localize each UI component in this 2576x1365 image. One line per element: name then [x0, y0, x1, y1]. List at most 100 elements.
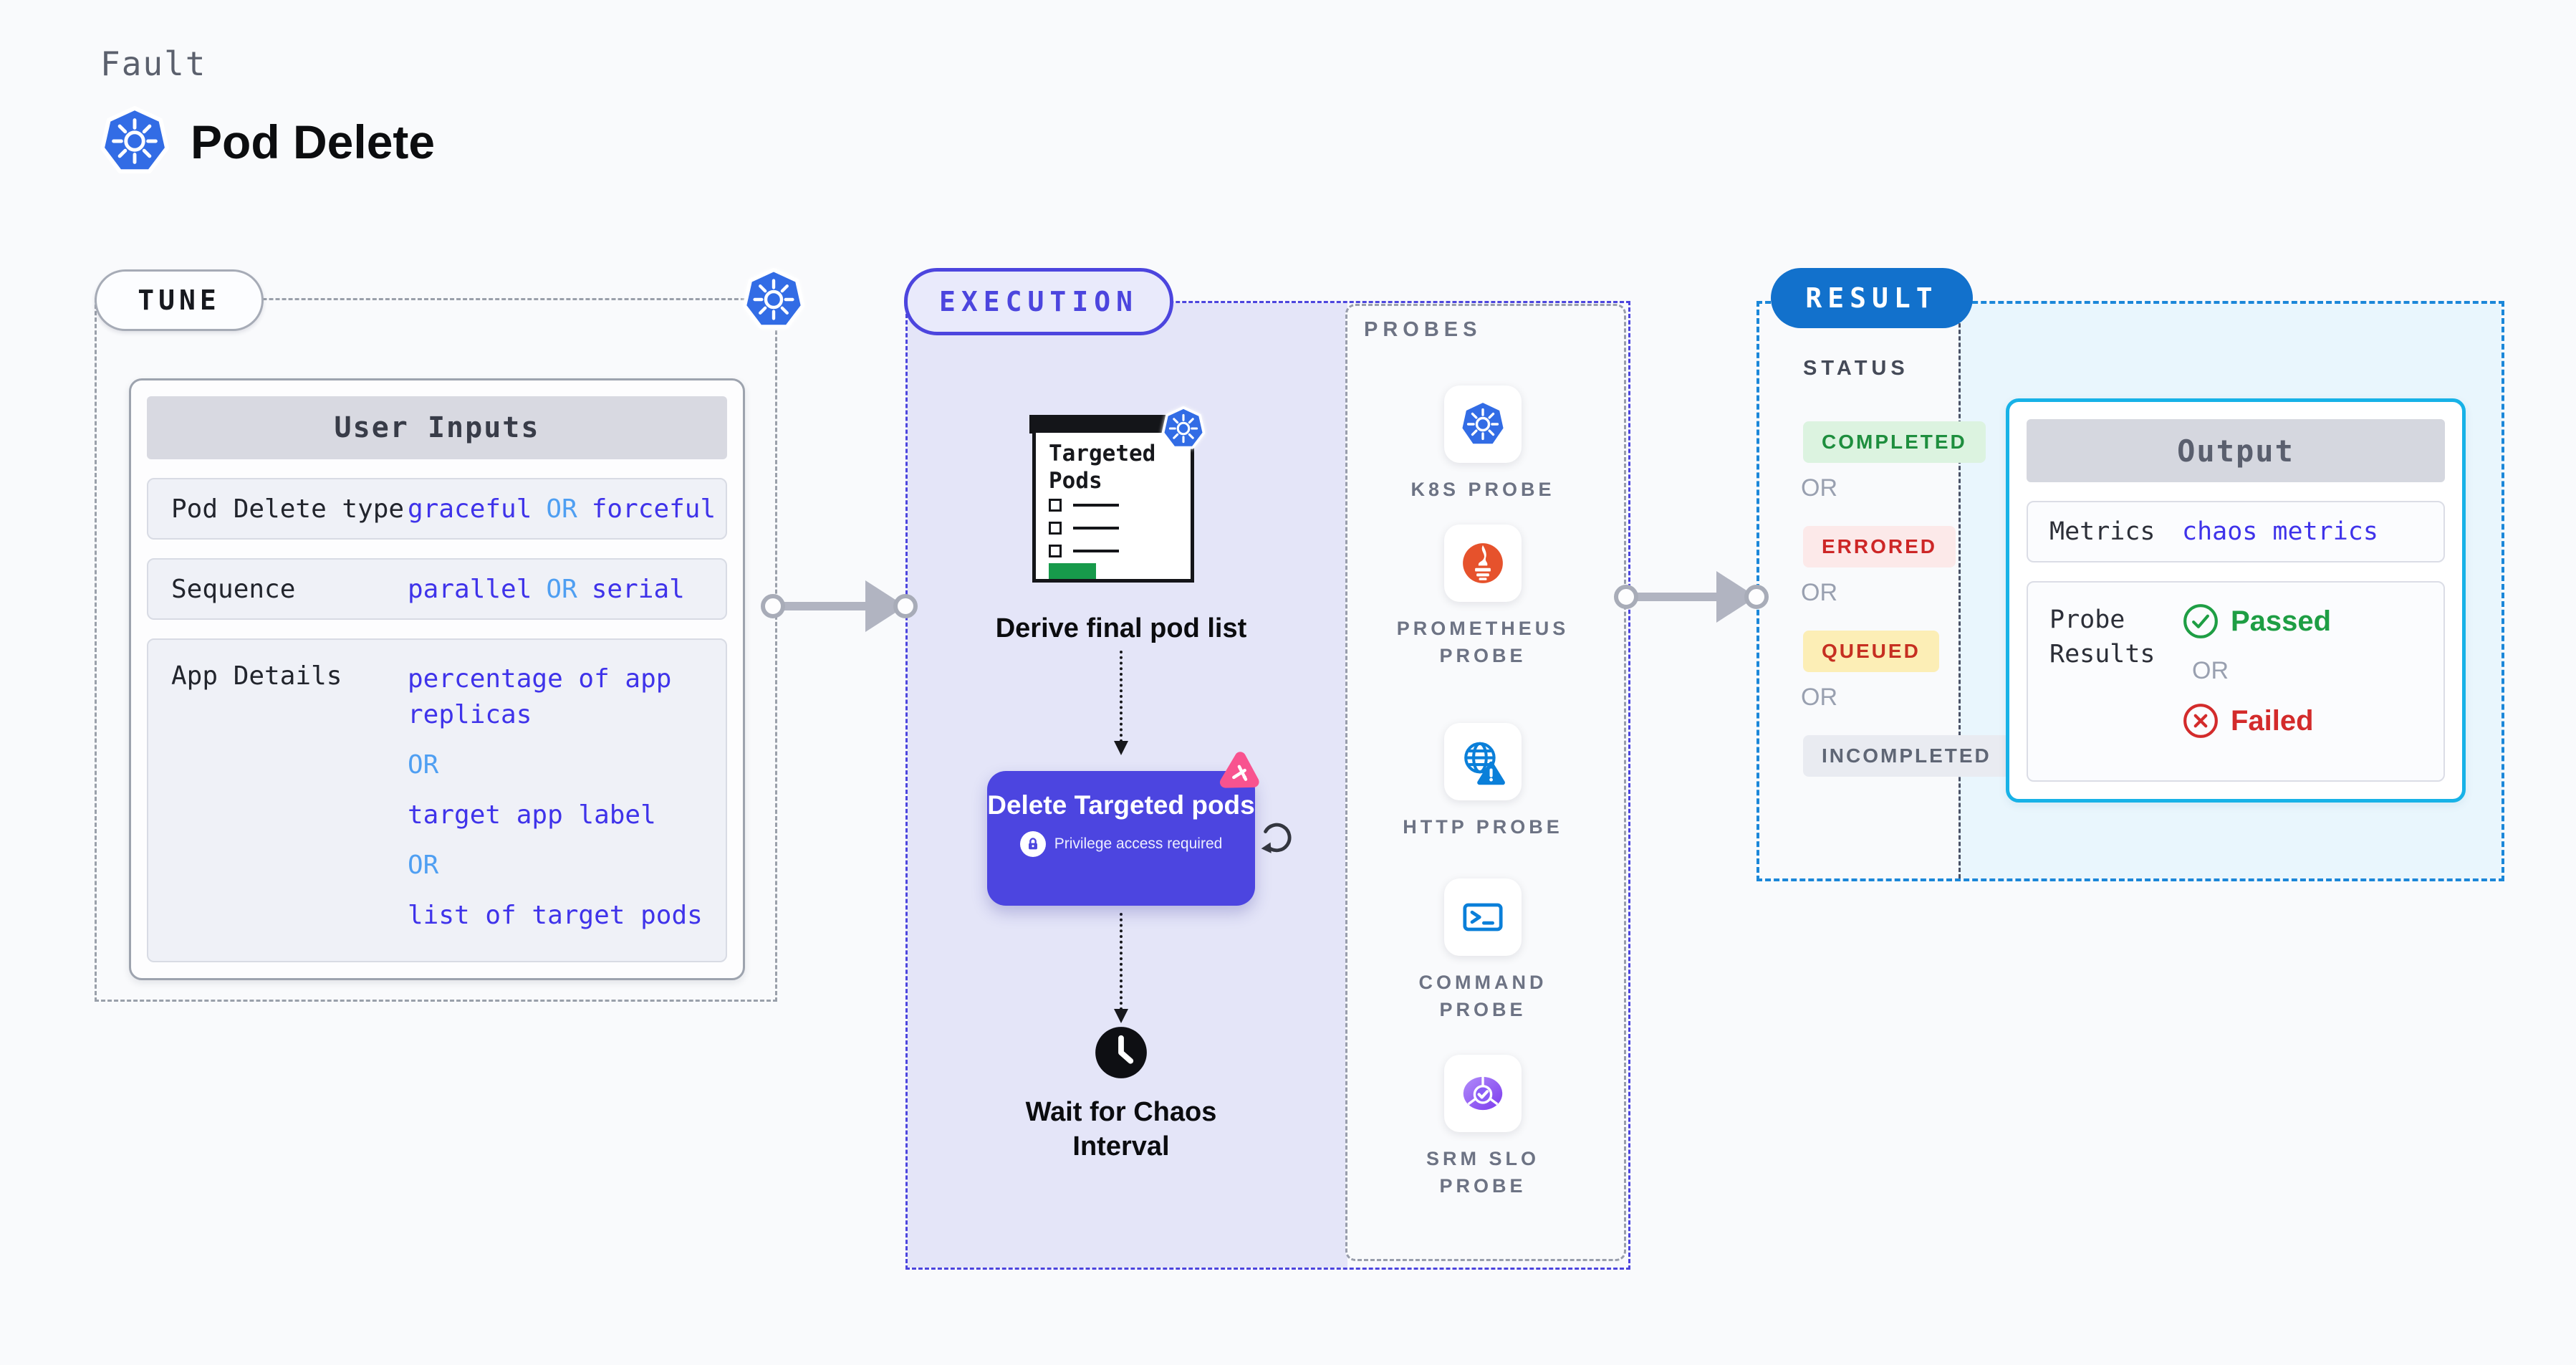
probe-result-failed: Failed [2182, 702, 2331, 739]
srm-slo-icon [1463, 1076, 1503, 1111]
result-section-label: RESULT [1771, 268, 1973, 328]
probe-label: K8S PROBE [1410, 479, 1555, 500]
input-label: Sequence [171, 574, 296, 604]
probe-item-command: COMMAND PROBE [1383, 878, 1583, 1023]
tune-section-box [95, 298, 777, 1002]
clock-icon [1095, 1027, 1147, 1078]
output-row-metrics: Metrics chaos metrics [2027, 501, 2445, 562]
probe-card [1444, 878, 1522, 956]
value-or: OR [408, 851, 439, 880]
window-body: Targeted Pods [1032, 429, 1194, 583]
probe-result-passed: Passed [2182, 603, 2331, 640]
status-output-divider [1959, 304, 1961, 878]
value-option: forceful [591, 494, 716, 524]
chaos-fault-icon [1219, 752, 1259, 788]
value-option: percentage of app replicas [408, 664, 672, 729]
probe-item-http: HTTP PROBE [1383, 723, 1583, 840]
status-heading: STATUS [1803, 357, 1909, 380]
output-card: Output Metrics chaos metrics Probe Resul… [2006, 398, 2466, 803]
status-badge-completed: COMPLETED [1803, 421, 1986, 463]
checkbox-icon [1049, 522, 1062, 535]
connector-dot [1744, 585, 1769, 609]
probes-heading: PROBES [1364, 318, 1482, 341]
list-line [1073, 504, 1119, 507]
output-row-label: Metrics [2049, 517, 2156, 546]
probe-label: PROMETHEUS PROBE [1396, 618, 1570, 666]
input-label: Pod Delete type [171, 494, 405, 524]
lock-icon [1019, 831, 1046, 857]
arrow-shaft [1633, 593, 1724, 601]
kubernetes-icon [100, 106, 170, 174]
status-badge-incompleted: INCOMPLETED [1803, 735, 2010, 777]
probe-card [1444, 723, 1522, 800]
terminal-icon [1463, 903, 1503, 931]
metrics-value: chaos metrics [2182, 517, 2378, 546]
status-badge-queued: QUEUED [1803, 631, 1939, 672]
value-or: OR [546, 494, 577, 524]
probe-item-srm-slo: SRM SLO PROBE [1383, 1055, 1583, 1199]
output-row-probe-results: Probe Results Passed OR Failed [2027, 581, 2445, 782]
probe-label: COMMAND PROBE [1418, 972, 1547, 1020]
tune-section-label: TUNE [95, 269, 264, 331]
output-row-label: Probe Results [2049, 605, 2156, 669]
http-globe-icon [1464, 742, 1505, 785]
status-or: OR [1801, 474, 1837, 502]
checkbox-icon [1049, 545, 1062, 557]
input-value: parallel OR serial [408, 575, 685, 604]
connector-dot [893, 594, 918, 618]
value-option: parallel [408, 574, 532, 604]
green-progress-bar [1049, 563, 1096, 579]
value-or: OR [408, 750, 439, 780]
arrow-shaft [780, 602, 873, 610]
status-badge-errored: ERRORED [1803, 526, 1956, 567]
input-row-pod-delete-type: Pod Delete type graceful OR forceful [147, 478, 727, 540]
page-title: Pod Delete [191, 115, 436, 168]
pod-checklist-item [1049, 499, 1119, 512]
input-value: graceful OR forceful [408, 494, 716, 524]
probe-item-prometheus: PROMETHEUS PROBE [1383, 525, 1583, 669]
connector-dot [1614, 585, 1638, 609]
targeted-pods-title: Targeted Pods [1049, 441, 1156, 494]
value-option: graceful [408, 494, 532, 524]
output-or: OR [2192, 657, 2229, 684]
fault-eyebrow: Fault [100, 44, 207, 83]
probe-item-k8s: K8S PROBE [1383, 385, 1583, 503]
probe-card [1444, 385, 1522, 463]
targeted-pods-window: Targeted Pods [1029, 406, 1206, 583]
output-title: Output [2027, 419, 2445, 482]
status-or: OR [1801, 684, 1837, 711]
kubernetes-icon [742, 268, 805, 329]
input-row-sequence: Sequence parallel OR serial [147, 558, 727, 620]
value-option: serial [591, 574, 685, 604]
flow-arrow-down [1114, 651, 1128, 755]
checkbox-icon [1049, 499, 1062, 512]
kubernetes-icon [1462, 403, 1504, 444]
passed-label: Passed [2231, 605, 2332, 637]
input-label: App Details [171, 661, 342, 691]
probe-label: SRM SLO PROBE [1426, 1148, 1539, 1197]
derive-pod-list-caption: Derive final pod list [995, 613, 1247, 643]
flow-arrow-down [1114, 913, 1128, 1023]
execution-section-label: EXECUTION [904, 268, 1173, 335]
retry-loop-icon [1261, 823, 1292, 853]
value-option: target app label [408, 800, 656, 830]
probe-card [1444, 525, 1522, 602]
failed-label: Failed [2231, 704, 2314, 737]
probe-results-values: Passed OR Failed [2182, 603, 2331, 739]
pod-checklist-item [1049, 522, 1119, 535]
probe-card [1444, 1055, 1522, 1132]
input-value: percentage of app replicas OR target app… [408, 661, 726, 939]
pod-checklist-item [1049, 545, 1119, 557]
value-or: OR [546, 574, 577, 604]
wait-chaos-interval-caption: Wait for Chaos Interval [1025, 1097, 1217, 1162]
x-circle-icon [2183, 704, 2218, 738]
privilege-note-text: Privilege access required [1054, 835, 1223, 852]
probe-label: HTTP PROBE [1403, 816, 1563, 838]
check-circle-icon [2183, 604, 2218, 638]
list-line [1073, 527, 1119, 530]
list-line [1073, 550, 1119, 552]
prometheus-icon [1463, 543, 1503, 583]
kubernetes-icon [1161, 406, 1206, 449]
input-row-app-details: App Details percentage of app replicas O… [147, 638, 727, 962]
